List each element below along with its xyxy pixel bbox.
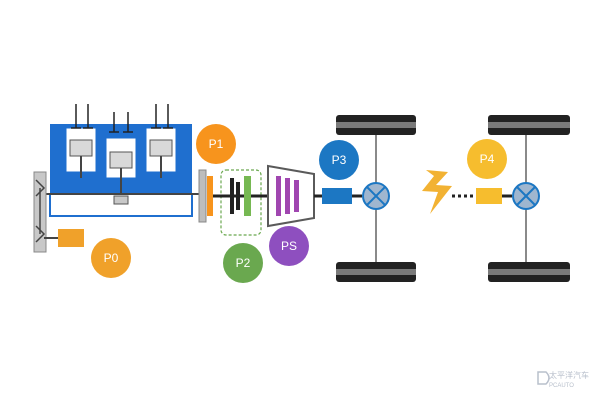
watermark: 太平洋汽车 PCAUTO: [537, 370, 589, 389]
rear-right-wheel: [488, 262, 570, 282]
label-ps: PS: [269, 226, 309, 266]
p2-dashed-box: [220, 169, 262, 236]
label-p0: P0: [91, 238, 131, 278]
piston-3: [149, 139, 173, 157]
p2-motor: [244, 176, 251, 216]
p3-motor: [322, 188, 352, 204]
label-p0-text: P0: [104, 251, 119, 265]
label-p2-text: P2: [236, 256, 251, 270]
front-axle: [322, 115, 416, 282]
clutch-plate-2: [236, 182, 240, 210]
p2-clutch-unit: [213, 169, 268, 236]
watermark-cn: 太平洋汽车: [549, 370, 589, 380]
watermark-en: PCAUTO: [549, 383, 574, 389]
rear-left-wheel: [488, 115, 570, 135]
label-p4-text: P4: [480, 152, 495, 166]
rear-axle: [476, 115, 570, 282]
rear-differential: [512, 182, 540, 210]
label-p3: P3: [319, 140, 359, 180]
engine: [42, 104, 200, 217]
p0-motor: [58, 229, 84, 247]
clutch-plate-1: [230, 178, 234, 214]
gear-3: [294, 180, 299, 212]
gear-1: [276, 176, 281, 216]
valves: [71, 104, 173, 133]
transmission-housing: [267, 164, 315, 228]
p0-belt-drive: [33, 171, 84, 253]
label-ps-text: PS: [281, 239, 297, 253]
gear-2: [285, 178, 290, 214]
front-left-wheel: [336, 115, 416, 135]
front-differential: [362, 182, 390, 210]
piston-2: [109, 151, 133, 169]
piston-1: [69, 139, 93, 157]
label-p2: P2: [223, 243, 263, 283]
flywheel: [198, 169, 207, 223]
front-right-wheel: [336, 262, 416, 282]
p4-motor: [476, 188, 502, 204]
transmission: [267, 164, 322, 228]
label-p1-text: P1: [209, 137, 224, 151]
label-p4: P4: [467, 139, 507, 179]
label-p3-text: P3: [332, 153, 347, 167]
label-p1: P1: [196, 124, 236, 164]
p1-motor: [207, 176, 213, 216]
crank-counterweight: [113, 195, 129, 205]
electric-link-lightning-icon: [422, 170, 452, 214]
belt-pulleys: [35, 179, 46, 243]
p1-motor-unit: [198, 169, 213, 223]
watermark-logo-icon: [537, 371, 550, 385]
